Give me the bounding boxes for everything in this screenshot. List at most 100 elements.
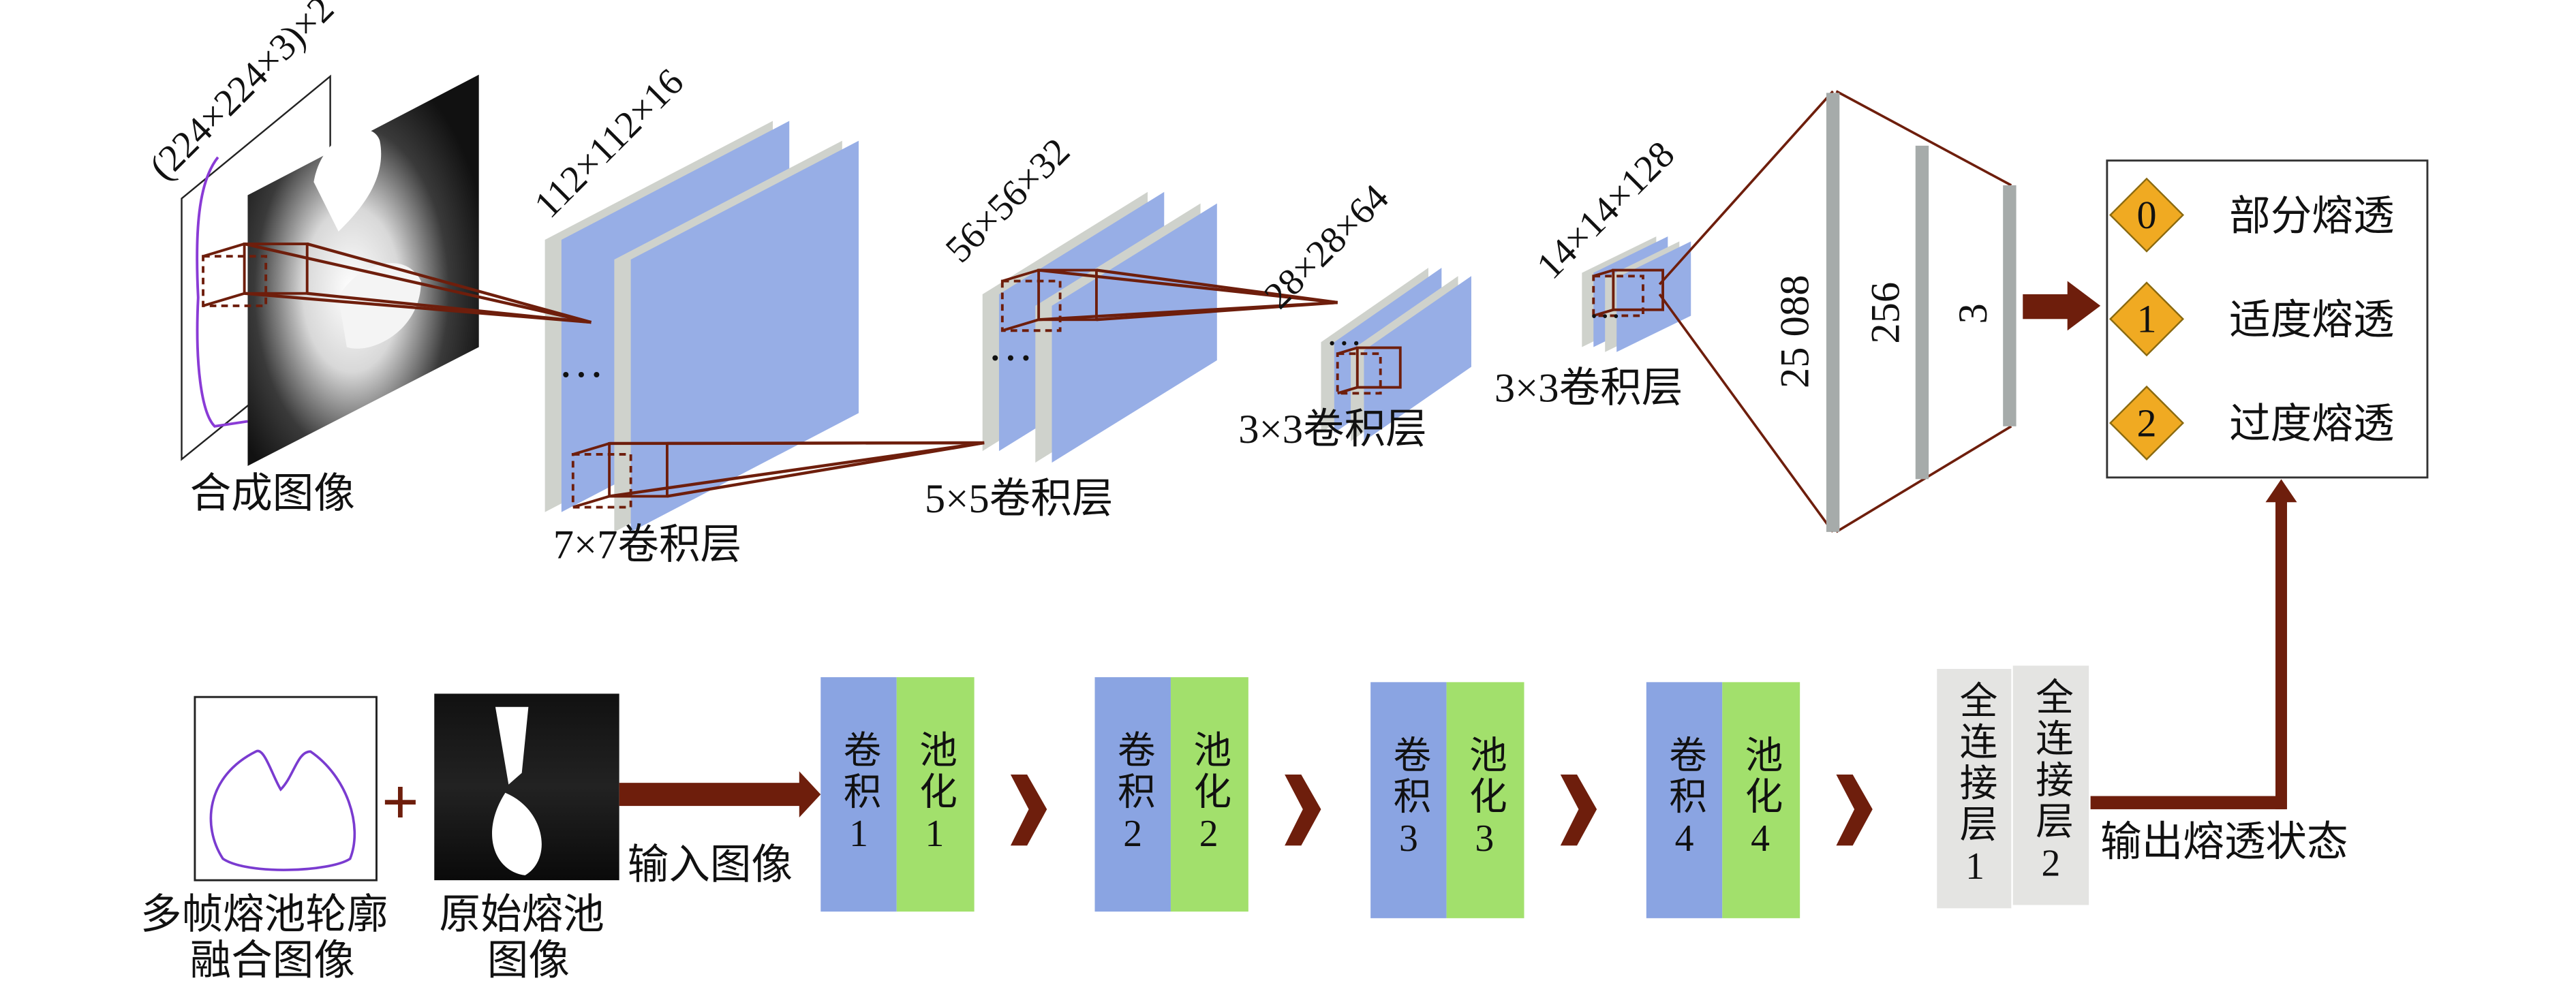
fc-bar-256 xyxy=(1915,145,1929,480)
input-image-label: 合成图像 xyxy=(190,471,355,517)
output-state-label: 输出熔透状态 xyxy=(2100,820,2348,865)
conv-feature-maps xyxy=(545,121,1691,532)
fc-layer-1-block xyxy=(1937,668,2012,909)
layer1-kernel xyxy=(571,441,985,509)
conv-3-label: 卷积3 xyxy=(1387,735,1430,863)
arrow-right-icon xyxy=(2023,281,2101,331)
kernel-edge xyxy=(1593,268,1614,278)
fc-size-3: 3 xyxy=(1950,303,1996,324)
weld-pool-bright-top xyxy=(313,129,382,232)
pool-4-label: 池化4 xyxy=(1739,735,1781,863)
pool-1-block xyxy=(896,677,975,912)
fc-bar-3 xyxy=(2003,185,2017,426)
layer2-ellipsis: ··· xyxy=(987,332,1034,384)
fc-layer-2-label: 全连接层2 xyxy=(2029,677,2072,888)
layer3-kernel xyxy=(1336,346,1402,395)
kernel-edge xyxy=(202,292,245,307)
pool-2-label: 池化2 xyxy=(1188,730,1230,858)
class-1-code: 1 xyxy=(2136,297,2156,341)
class-2-diamond-icon xyxy=(2109,385,2185,461)
fc-layer-2-block xyxy=(2012,666,2089,905)
conv-2-label: 卷积2 xyxy=(1111,730,1154,858)
chevron-right-icon xyxy=(1836,775,1873,846)
conv-4-label: 卷积4 xyxy=(1663,735,1706,863)
conv-4-block xyxy=(1646,682,1723,918)
raw-weld-pool-bright xyxy=(492,706,542,875)
layer3-label: 3×3卷积层 xyxy=(1238,407,1426,452)
layer4-kernel xyxy=(1592,268,1664,317)
layer3-feature-map-blue xyxy=(1364,276,1471,441)
input-arrow-label: 输入图像 xyxy=(628,843,793,888)
conv-3-block xyxy=(1370,682,1447,918)
kernel-front-face xyxy=(1355,346,1402,389)
fc-layer-1-label: 全连接层1 xyxy=(1954,681,1997,891)
kernel-edge xyxy=(1002,268,1039,283)
plus-sign: + xyxy=(382,766,419,839)
chevron-right-icon xyxy=(1285,775,1321,846)
fc-size-2: 256 xyxy=(1863,282,1909,344)
layer4-ellipsis: ··· xyxy=(1589,298,1621,334)
kernel-projection-line xyxy=(307,242,592,324)
pool-3-label: 池化3 xyxy=(1463,735,1505,863)
contour-fusion-image xyxy=(194,696,378,881)
class-2-code: 2 xyxy=(2136,401,2156,445)
input-kernel xyxy=(202,242,592,324)
conv-kernels xyxy=(202,242,1664,509)
contour-fusion-outline xyxy=(209,749,356,871)
layer1-feature-map-blue xyxy=(630,140,859,532)
fc-size-1: 25 088 xyxy=(1772,275,1818,389)
class-0-diamond-icon xyxy=(2109,177,2185,253)
kernel-projection-line xyxy=(244,292,592,324)
layer1-ellipsis: ··· xyxy=(558,349,604,400)
kernel-edge xyxy=(1337,346,1358,356)
output-classes: 0 部分熔透 1 适度熔透 2 过度熔透 xyxy=(2109,177,2394,461)
fc-bar-25088 xyxy=(1826,93,1840,532)
kernel-edge xyxy=(202,243,245,258)
class-0-label: 部分熔透 xyxy=(2229,193,2394,239)
conv-pool-blocks: 卷积1 池化1 卷积2 池化2 卷积3 池化3 卷积4 池化4 xyxy=(821,677,1873,918)
raw-label-line1: 原始熔池 xyxy=(440,892,604,937)
kernel-front-face xyxy=(1037,268,1098,322)
layer1-label: 7×7卷积层 xyxy=(553,522,741,568)
conv-1-label: 卷积1 xyxy=(838,730,880,858)
pool-1-label: 池化1 xyxy=(913,730,955,858)
kernel-projection-line xyxy=(1038,300,1338,322)
pool-3-block xyxy=(1446,682,1524,918)
chevron-right-icon xyxy=(1560,775,1597,846)
kernel-edge xyxy=(1002,318,1039,332)
conv-1-block xyxy=(821,677,897,912)
kernel-back-face xyxy=(1000,279,1062,332)
contour-label-line1: 多帧熔池轮廓 xyxy=(140,892,388,937)
input-arrow-icon xyxy=(619,771,821,818)
layer2-kernel xyxy=(1000,268,1338,332)
contour-label-line2: 融合图像 xyxy=(190,938,355,983)
contour-outline xyxy=(196,156,248,428)
kernel-edge xyxy=(1337,386,1358,395)
kernel-projection-line xyxy=(609,441,985,498)
kernel-edge xyxy=(572,495,610,509)
conv-2-block xyxy=(1094,677,1171,912)
kernel-projection-line xyxy=(1038,268,1338,305)
pool-4-block xyxy=(1722,682,1800,918)
kernel-back-face xyxy=(1336,352,1382,395)
layer3-dims: 28×28×64 xyxy=(1256,176,1396,317)
raw-label-line2: 图像 xyxy=(487,938,570,983)
kernel-edge xyxy=(572,442,610,456)
pool-2-block xyxy=(1170,677,1248,912)
kernel-edge xyxy=(1593,308,1614,317)
class-2-label: 过度熔透 xyxy=(2229,402,2394,448)
layer2-label: 5×5卷积层 xyxy=(925,476,1113,522)
layer3-ellipsis: ··· xyxy=(1326,324,1362,364)
kernel-back-face xyxy=(1592,275,1644,317)
kernel-front-face xyxy=(1612,268,1664,311)
chevron-right-icon xyxy=(1010,775,1047,846)
class-1-label: 适度熔透 xyxy=(2229,298,2394,343)
fc-funnel xyxy=(1658,90,2017,533)
kernel-back-face xyxy=(571,453,632,509)
class-1-diamond-icon xyxy=(2109,281,2185,357)
class-0-code: 0 xyxy=(2136,193,2156,237)
kernel-front-face xyxy=(243,243,309,295)
layer4-label: 3×3卷积层 xyxy=(1494,365,1683,411)
